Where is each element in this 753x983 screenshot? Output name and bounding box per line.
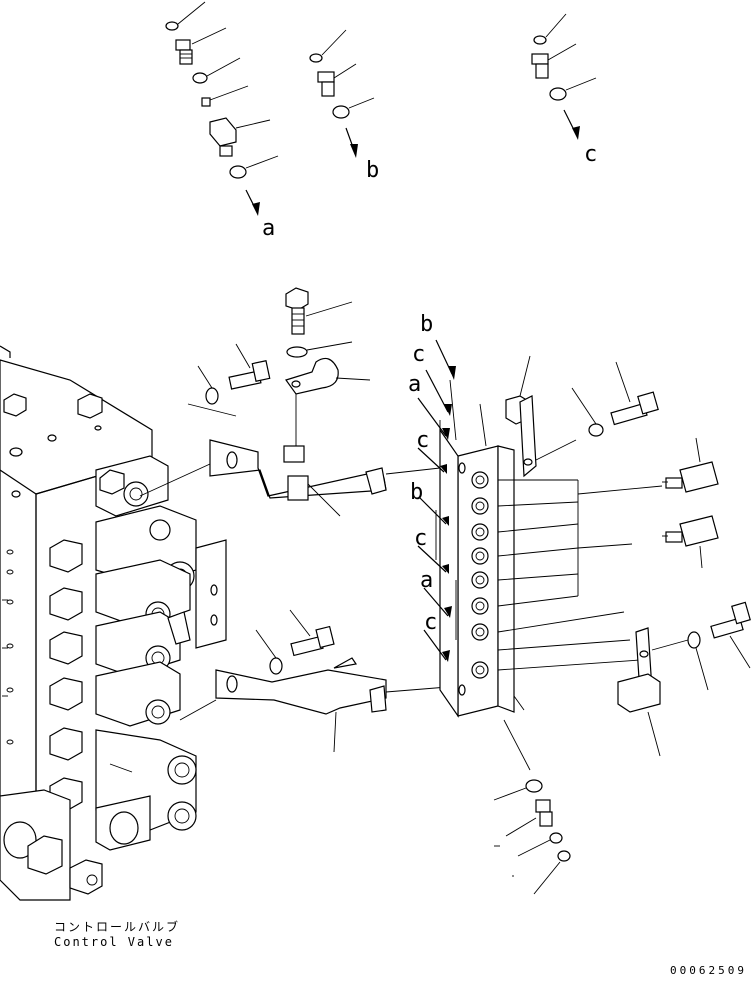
solenoid-5 (49, 661, 181, 727)
valve-top-bolt-2 (77, 393, 103, 419)
right-lower-mount (617, 601, 751, 757)
block-nut-lower (617, 673, 661, 713)
arrow-to-c (572, 126, 580, 140)
upper-bracket (209, 439, 459, 517)
pressure-switches (577, 437, 719, 569)
label-ref-a1: a (408, 372, 422, 397)
label-ref-b2: b (410, 480, 424, 505)
label-a-top: a (262, 216, 276, 241)
label-ref-c1: c (412, 342, 426, 367)
washer-right-upper (588, 423, 604, 437)
upper-mount-hardware (187, 287, 371, 448)
manifold-block (439, 403, 641, 771)
caption-japanese: コントロールバルブ (54, 920, 181, 934)
o-ring-a2 (192, 72, 208, 84)
caption-english: Control Valve (54, 935, 174, 949)
right-upper-mount (505, 355, 659, 478)
fitting-set-c (531, 13, 597, 140)
drawing-number: 00062509 (670, 964, 747, 977)
fitting-set-a (165, 1, 279, 216)
o-ring-a3 (229, 165, 247, 179)
arrow-to-b (350, 144, 358, 158)
bolt-head-upper (285, 287, 309, 311)
label-ref-c4: c (424, 610, 438, 635)
label-c-top: c (584, 142, 598, 167)
fitting-set-b (309, 29, 375, 158)
label-ref-c2: c (416, 428, 430, 453)
elbow-fitting-a (175, 39, 193, 65)
lower-bracket (215, 609, 461, 753)
valve-top-bolt-1 (3, 393, 27, 417)
reference-arrows (417, 339, 457, 662)
solenoid-4 (49, 611, 181, 677)
label-b-top: b (366, 158, 380, 183)
label-ref-c3: c (414, 526, 428, 551)
bottom-fitting-set (493, 779, 571, 895)
label-ref-b1: b (420, 312, 434, 337)
label-ref-a2: a (420, 568, 434, 593)
arrow-to-a (252, 202, 260, 216)
plug-a (201, 97, 211, 107)
adapter-a (209, 117, 237, 157)
o-ring-a1 (165, 21, 179, 31)
solenoid-1 (95, 455, 169, 517)
control-valve-body (0, 345, 227, 901)
clamp (285, 357, 339, 395)
washer-right-lower (687, 631, 701, 649)
